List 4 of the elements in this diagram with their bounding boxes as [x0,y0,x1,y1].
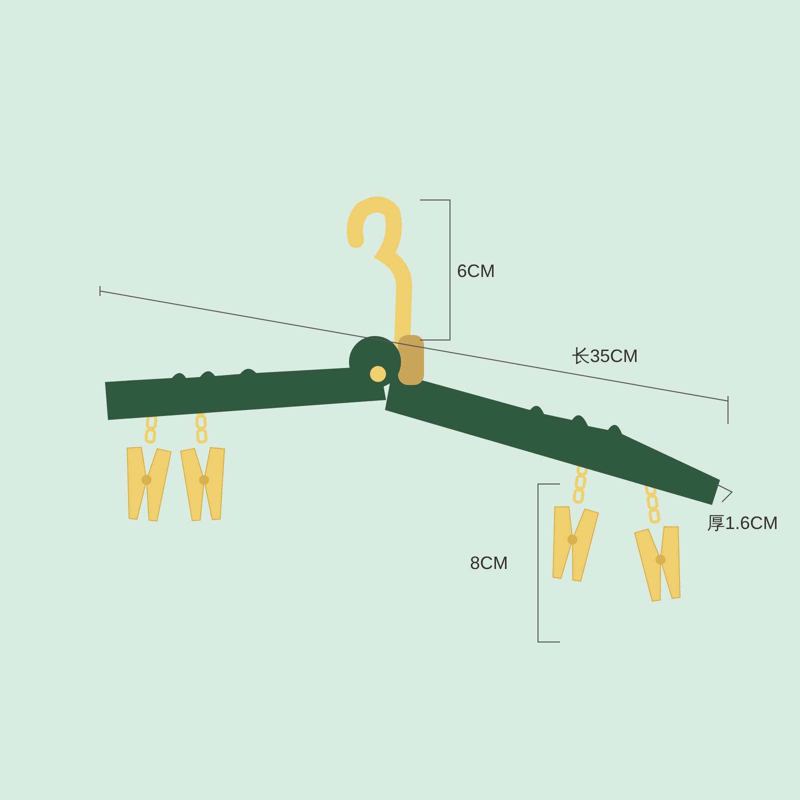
dimension-label: 8CM [470,552,508,575]
dimension-label: 长35CM [572,345,638,368]
dimension-label: 厚1.6CM [707,512,778,535]
dimension-label: 6CM [457,260,496,283]
